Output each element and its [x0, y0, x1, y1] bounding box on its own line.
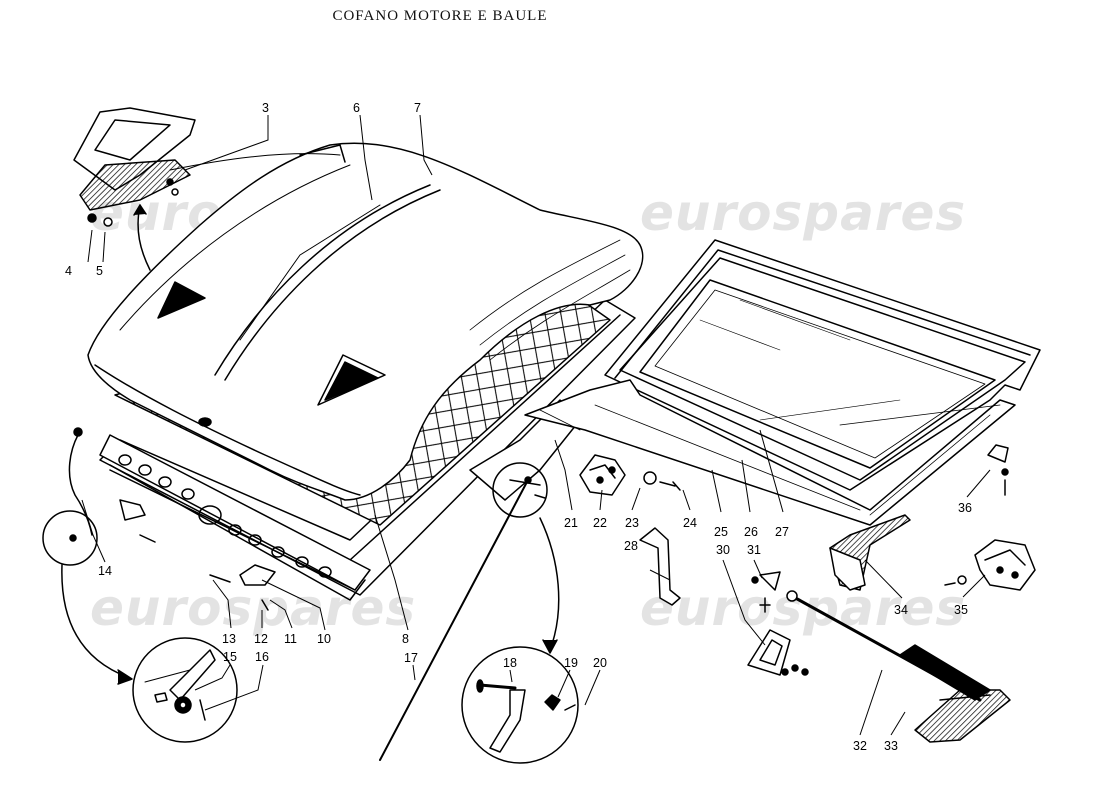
callout-label: 20	[593, 656, 607, 670]
callout-label: 30	[716, 543, 730, 557]
leader-arrow	[539, 517, 560, 651]
vent-grille	[73, 107, 196, 271]
callout-label: 12	[254, 632, 268, 646]
diagram-title: COFANO MOTORE E BAULE	[332, 8, 548, 24]
callout-label: 21	[564, 516, 578, 530]
callout-label: 36	[958, 501, 972, 515]
arrow-head	[117, 669, 133, 685]
watermark-text: eurospares	[640, 184, 966, 242]
callout-label: 10	[317, 632, 331, 646]
callout-label: 15	[223, 650, 237, 664]
hinge-part	[579, 454, 626, 496]
detail-circle	[492, 462, 548, 518]
hinge-part	[944, 539, 1036, 591]
callout-label: 33	[884, 739, 898, 753]
callout-label: 23	[625, 516, 639, 530]
callout-label: 24	[683, 516, 697, 530]
callout-labels: 3 4 5 6 7 8 10 11 12 13 14 15 16 17 18 1…	[65, 101, 972, 753]
latch-striker	[747, 571, 809, 676]
bracket	[639, 527, 681, 606]
washer	[643, 471, 657, 485]
callout-label: 25	[714, 525, 728, 539]
callout-label: 26	[744, 525, 758, 539]
callout-label: 27	[775, 525, 789, 539]
boot-lid	[524, 239, 1041, 526]
callout-label: 6	[353, 101, 360, 115]
callout-label: 5	[96, 264, 103, 278]
callout-label: 11	[284, 632, 297, 646]
callout-label: 13	[222, 632, 236, 646]
callout-label: 28	[624, 539, 638, 553]
rubber-buffer	[829, 514, 911, 591]
callout-label: 17	[404, 651, 418, 665]
leader-arrow	[61, 564, 131, 679]
callout-label: 3	[262, 101, 269, 115]
bolt	[659, 481, 681, 491]
callout-label: 32	[853, 739, 867, 753]
support-strut	[786, 590, 1011, 743]
small-plate	[987, 444, 1009, 496]
arrow-head	[542, 639, 558, 654]
engine-bonnet	[87, 142, 644, 501]
callout-label: 4	[65, 264, 72, 278]
watermark-text: eurospares	[640, 579, 966, 637]
detail-circle	[42, 510, 98, 566]
callout-label: 22	[593, 516, 607, 530]
callout-label: 18	[503, 656, 517, 670]
detail-circle	[132, 637, 238, 743]
callout-label: 14	[98, 564, 112, 578]
callout-label: 31	[747, 543, 761, 557]
callout-label: 16	[255, 650, 269, 664]
callout-label: 19	[564, 656, 578, 670]
callout-label: 34	[894, 603, 908, 617]
detail-circle	[461, 646, 579, 764]
perforated-crossmember	[99, 434, 371, 601]
leader-lines	[81, 114, 991, 736]
release-cable	[68, 427, 276, 611]
callout-label: 7	[414, 101, 421, 115]
callout-label: 35	[954, 603, 968, 617]
callout-label: 8	[402, 632, 409, 646]
